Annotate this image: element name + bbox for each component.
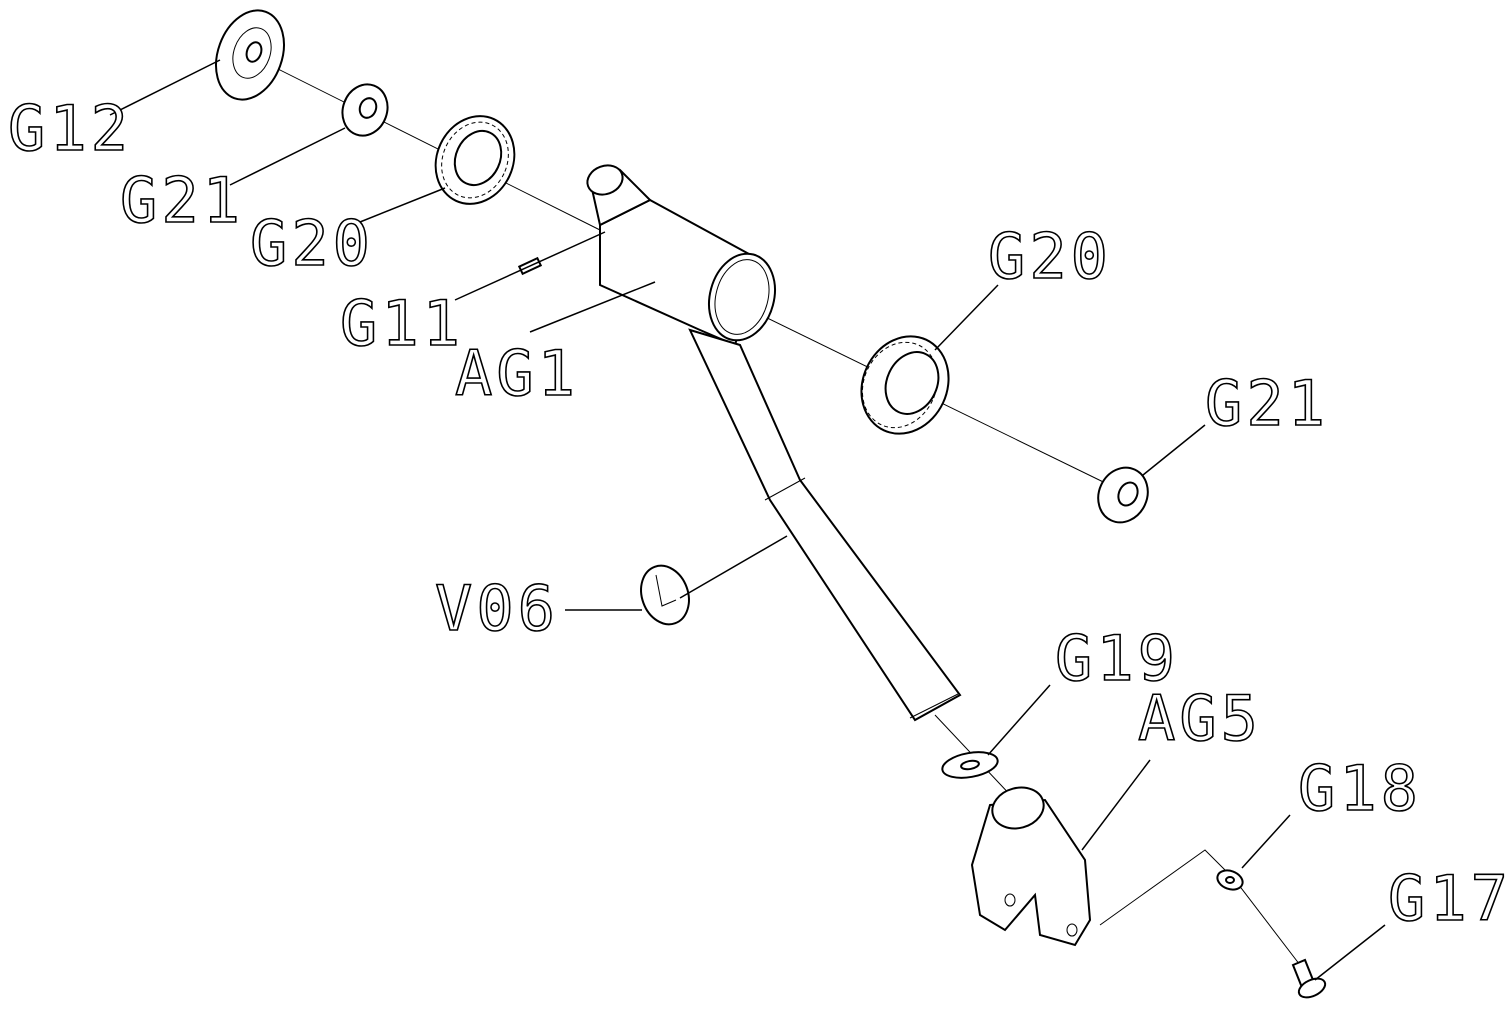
leader-g18 — [1241, 814, 1291, 869]
axis-line-upper — [249, 54, 601, 231]
label-g17: G17 — [1388, 862, 1505, 935]
leader-g12 — [109, 59, 221, 116]
part-g20-bearing-right — [860, 335, 950, 435]
leader-g21-right — [1142, 424, 1206, 476]
leader-v06-tube — [679, 535, 788, 599]
label-g21-top: G21 — [120, 164, 244, 237]
label-g20-top: G20 — [250, 207, 374, 280]
part-g17-bolt — [1291, 958, 1327, 999]
label-g12: G12 — [8, 92, 132, 165]
part-g20-bearing-top — [434, 115, 516, 205]
label-g21-right: G21 — [1205, 367, 1329, 440]
leader-g17 — [1314, 924, 1386, 981]
leader-g20-right — [934, 284, 999, 351]
leader-ag5 — [1081, 759, 1151, 851]
label-ag1: AG1 — [455, 337, 579, 410]
part-ag5-bracket — [970, 786, 1092, 947]
label-ag5: AG5 — [1138, 682, 1262, 755]
part-g19-washer — [941, 751, 999, 779]
part-g18-washer — [1216, 869, 1244, 891]
part-g21-washer-top — [341, 83, 389, 137]
label-v06: V06 — [435, 572, 559, 645]
leader-g20-top — [359, 187, 446, 223]
leader-ag1 — [529, 281, 656, 333]
label-g19: G19 — [1055, 622, 1179, 695]
label-g18: G18 — [1298, 752, 1422, 825]
leader-g19 — [987, 684, 1051, 756]
label-g20-right: G20 — [988, 220, 1112, 293]
label-g11: G11 — [340, 287, 464, 360]
part-g12-end-cap — [215, 9, 285, 101]
part-g21-washer-right — [1097, 466, 1149, 524]
part-v06-label-disc — [640, 564, 690, 626]
leader-g21-top — [229, 127, 346, 186]
axis-line-bolt — [1099, 849, 1301, 966]
part-ag1-tube — [586, 164, 962, 722]
leader-g11 — [454, 231, 606, 301]
